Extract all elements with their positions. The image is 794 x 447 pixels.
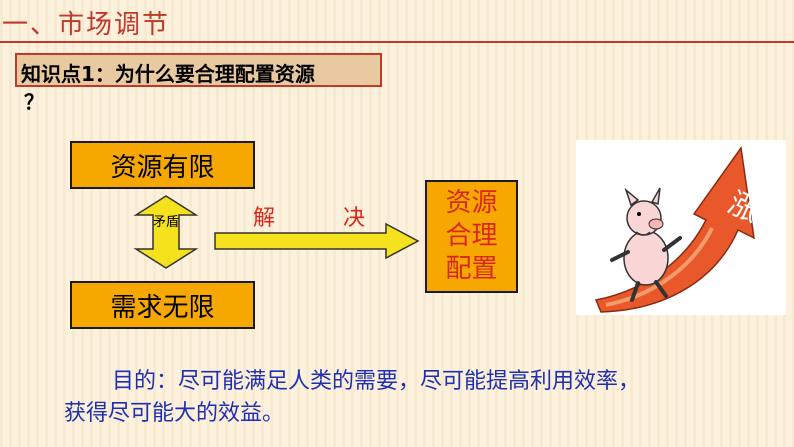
knowledge-point-question-mark: ？: [24, 90, 44, 114]
unlimited-demand-box: 需求无限: [70, 281, 255, 329]
knowledge-point-banner: [15, 53, 382, 87]
result-line-2: 合理: [445, 221, 498, 251]
right-arrow-icon: [214, 222, 420, 260]
double-arrow-icon: [133, 195, 199, 269]
purpose-line-2: 获得尽可能大的效益。: [64, 401, 285, 426]
title-divider: [0, 41, 794, 43]
knowledge-point-text: 知识点1：为什么要合理配置资源: [21, 62, 315, 86]
solve-char-1: 解: [253, 206, 276, 231]
purpose-text: 目的：尽可能满足人类的需要，尽可能提高利用效率， 获得尽可能大的效益。: [64, 366, 744, 430]
purpose-line-1: 目的：尽可能满足人类的需要，尽可能提高利用效率，: [112, 369, 641, 394]
limited-resources-label: 资源有限: [110, 152, 215, 183]
result-line-1: 资源: [445, 188, 498, 218]
unlimited-demand-label: 需求无限: [110, 292, 215, 323]
solve-char-2: 决: [343, 206, 366, 231]
conflict-label: 矛盾: [152, 215, 179, 230]
limited-resources-box: 资源有限: [70, 141, 255, 189]
rising-arrow-pig-illustration: 涨: [576, 140, 786, 315]
rational-allocation-box: 资源 合理 配置: [425, 180, 518, 293]
page-title: 一、市场调节: [2, 10, 171, 40]
result-line-3: 配置: [445, 254, 498, 284]
